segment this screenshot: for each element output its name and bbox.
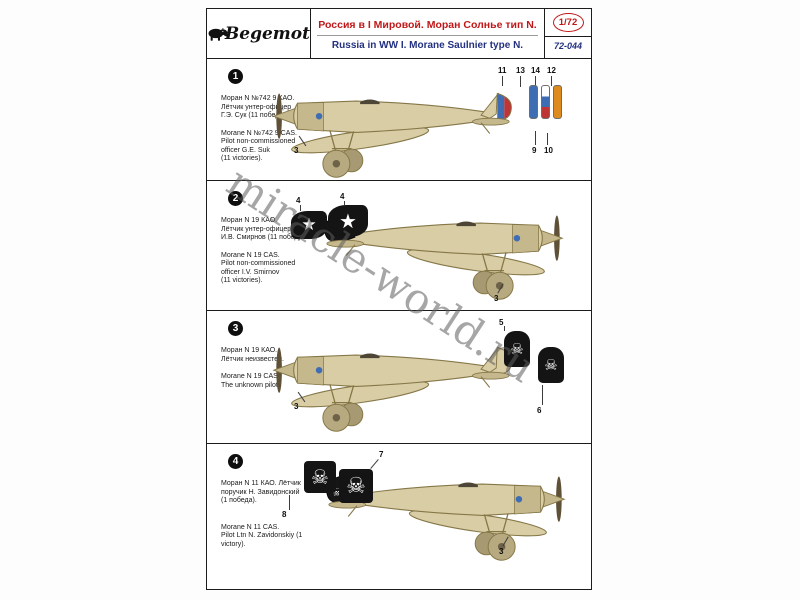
scheme-number: 3 — [232, 323, 239, 334]
hippo-icon — [208, 27, 230, 41]
scale-badge: 1/72 — [552, 13, 584, 32]
callout-number: 7 — [379, 450, 384, 459]
scheme-caption: Моран N 19 КАО. Лётчик унтер-офицер И.В.… — [221, 217, 316, 295]
scheme-section-1: 1 Моран N №742 9 КАО. Лётчик унтер-офице… — [207, 59, 591, 181]
title-russian: Россия в I Мировой. Моран Солнье тип N. — [317, 17, 538, 36]
brand-logo: Begemot — [207, 9, 311, 58]
decal-blue-strip — [529, 85, 538, 119]
scale-divider — [545, 36, 591, 37]
callout-number: 10 — [544, 146, 553, 155]
scale-block: 1/72 72-044 — [544, 9, 591, 58]
skull-glyph: ☠ — [346, 473, 366, 498]
callout-line — [502, 76, 503, 86]
callout-number: 3 — [494, 294, 499, 303]
callout-line — [542, 385, 543, 405]
aircraft-profile: ☠ — [309, 456, 569, 564]
caption-russian: Моран N 19 КАО. Лётчик унтер-офицер И.В.… — [221, 217, 303, 241]
svg-text:☠: ☠ — [333, 487, 343, 499]
callout-number: 6 — [537, 406, 542, 415]
callout-number: 14 — [531, 66, 540, 75]
caption-english: Morane N 19 CAS. Pilot non-commissioned … — [221, 251, 296, 285]
scheme-number: 2 — [232, 193, 239, 204]
product-code: 72-044 — [553, 41, 583, 51]
caption-russian: Моран N 19 КАО. Лётчик неизвестен. — [221, 347, 284, 363]
aircraft-profile — [269, 327, 529, 435]
title-block: Россия в I Мировой. Моран Солнье тип N. … — [311, 9, 544, 58]
callout-number: 4 — [340, 192, 345, 201]
caption-english: Morane N №742 9 CAS. Pilot non-commissio… — [221, 129, 297, 163]
decal-skull-square: ☠ — [339, 469, 373, 503]
caption-russian: Моран N №742 9 КАО. Лётчик унтер-офицер … — [221, 95, 295, 119]
skull-glyph: ☠ — [510, 341, 524, 358]
scheme-caption: Моран N 11 КАО. Лётчик поручик Н. Завидо… — [221, 480, 316, 558]
callout-line — [535, 131, 536, 145]
callout-number: 11 — [498, 66, 507, 75]
callout-number: 3 — [294, 146, 299, 155]
callout-number: 9 — [532, 146, 537, 155]
callout-line — [535, 76, 536, 87]
decal-skull-shield: ☠ — [538, 347, 564, 383]
scheme-number-badge: 4 — [228, 454, 243, 469]
scheme-number: 4 — [232, 456, 239, 467]
sheet-header: Begemot Россия в I Мировой. Моран Солнье… — [207, 9, 591, 59]
star-glyph: ★ — [339, 210, 357, 233]
scheme-section-4: 4 Моран N 11 КАО. Лётчик поручик Н. Зави… — [207, 444, 591, 589]
decal-star: ★ — [291, 211, 327, 239]
callout-line — [289, 495, 290, 510]
decal-tricolor-strip — [541, 85, 550, 119]
callout-number: 3 — [499, 547, 504, 556]
skull-glyph: ☠ — [544, 357, 558, 374]
callout-line — [551, 76, 552, 86]
brand-name: Begemot — [224, 23, 310, 44]
aircraft-profile — [269, 73, 529, 180]
callout-number: 5 — [499, 318, 504, 327]
star-glyph: ★ — [301, 215, 317, 234]
callout-number: 3 — [294, 402, 299, 411]
callout-line — [504, 326, 505, 331]
scheme-number-badge: 2 — [228, 191, 243, 206]
scheme-caption: Моран N 19 КАО. Лётчик неизвестен. Moran… — [221, 347, 316, 399]
callout-number: 12 — [547, 66, 556, 75]
callout-number: 4 — [296, 196, 301, 205]
caption-russian: Моран N 11 КАО. Лётчик поручик Н. Завидо… — [221, 480, 301, 504]
scheme-number-badge: 1 — [228, 69, 243, 84]
title-english: Russia in WW I. Morane Saulnier type N. — [331, 39, 524, 51]
decal-skull-square: ☠ — [304, 461, 336, 493]
callout-line — [300, 205, 301, 211]
callout-number: 13 — [516, 66, 525, 75]
scheme-number-badge: 3 — [228, 321, 243, 336]
callout-line — [547, 133, 548, 145]
scheme-caption: Моран N №742 9 КАО. Лётчик унтер-офицер … — [221, 95, 316, 173]
aircraft-profile: ★ — [307, 195, 567, 303]
caption-english: Morane N 11 CAS. Pilot Ltn N. Zavidonski… — [221, 523, 303, 548]
callout-line — [344, 201, 345, 205]
decal-skull-shield: ☠ — [504, 331, 530, 367]
scheme-number: 1 — [232, 71, 239, 82]
decal-star: ★ — [328, 205, 368, 237]
scale-text: 1/72 — [558, 17, 578, 28]
scheme-section-3: 3 Моран N 19 КАО. Лётчик неизвестен. Mor… — [207, 311, 591, 444]
decal-orange-strip — [553, 85, 562, 119]
decal-instruction-sheet: Begemot Россия в I Мировой. Моран Солнье… — [206, 8, 592, 590]
callout-number: 8 — [282, 510, 287, 519]
scheme-section-2: 2 Моран N 19 КАО. Лётчик унтер-офицер И.… — [207, 181, 591, 311]
skull-glyph: ☠ — [311, 466, 329, 489]
caption-english: Morane N 19 CAS. The unknown pilot. — [221, 373, 280, 389]
callout-line — [520, 76, 521, 87]
